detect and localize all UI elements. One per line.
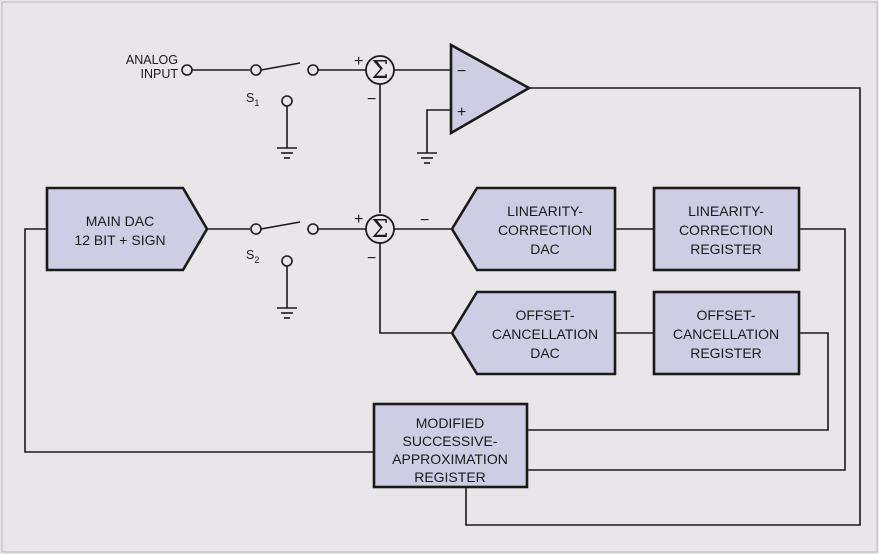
bottom-summer-minus-right: − xyxy=(420,212,429,229)
offset-dac-label-line2: CANCELLATION xyxy=(492,326,598,342)
linearity-register-label-line1: LINEARITY- xyxy=(688,203,764,219)
s1-contact-ground xyxy=(281,95,293,107)
bottom-summer-plus: + xyxy=(354,211,363,228)
bottom-summer-symbol: Σ xyxy=(372,215,389,243)
linearity-dac-label-line3: DAC xyxy=(530,241,560,257)
comparator-ground-icon xyxy=(417,152,437,164)
sar-label-line2: SUCCESSIVE- xyxy=(403,433,498,449)
offset-dac-label-line1: OFFSET- xyxy=(515,307,574,323)
comparator-ground-wire xyxy=(426,109,451,153)
wire-offset-dac-to-summer xyxy=(379,243,452,334)
s1-contact-right xyxy=(307,64,319,76)
offset-cancellation-register-block xyxy=(652,290,801,376)
s2-label: S2 xyxy=(246,248,259,265)
analog-input-terminal xyxy=(181,64,193,76)
s1-label: S1 xyxy=(246,91,259,108)
main-dac-label-line1: MAIN DAC xyxy=(86,213,154,229)
wire-sar-to-main-dac xyxy=(24,228,374,453)
sar-label-line3: APPROXIMATION xyxy=(392,451,508,467)
offset-register-label-line3: REGISTER xyxy=(690,345,762,361)
main-dac-block xyxy=(45,186,209,272)
sar-label-line1: MODIFIED xyxy=(416,415,484,431)
s2-contact-ground xyxy=(281,255,293,267)
offset-register-label-line2: CANCELLATION xyxy=(673,326,779,342)
wire-sar-to-linearity-register xyxy=(527,228,846,471)
s2-contact-left xyxy=(250,223,262,235)
linearity-dac-label-line2: CORRECTION xyxy=(498,222,592,238)
wire-sar-to-offset-register xyxy=(527,332,829,431)
top-summer-plus: + xyxy=(354,53,363,70)
linearity-correction-register-block xyxy=(652,186,801,272)
modified-sar-block xyxy=(372,402,529,489)
top-summer-minus: − xyxy=(367,91,376,108)
sar-label-line4: REGISTER xyxy=(414,469,486,485)
linearity-register-label-line2: CORRECTION xyxy=(679,222,773,238)
s1-contact-left xyxy=(250,64,262,76)
bottom-summer-minus-bottom: − xyxy=(367,250,376,267)
analog-input-label-line2: INPUT xyxy=(141,67,179,81)
s1-ground-icon xyxy=(277,147,297,159)
comparator-icon xyxy=(449,42,532,136)
top-summer-symbol: Σ xyxy=(372,56,389,84)
main-dac-label-line2: 12 BIT + SIGN xyxy=(74,232,165,248)
s1-blade xyxy=(260,62,301,71)
s2-blade xyxy=(260,221,301,230)
s2-contact-right xyxy=(307,223,319,235)
offset-register-label-line1: OFFSET- xyxy=(696,307,755,323)
linearity-register-label-line3: REGISTER xyxy=(690,241,762,257)
s2-ground-icon xyxy=(277,307,297,319)
comparator-plus: + xyxy=(457,104,466,121)
comparator-minus: − xyxy=(457,63,466,80)
wire-comparator-output xyxy=(465,87,861,526)
linearity-dac-label-line1: LINEARITY- xyxy=(507,203,583,219)
offset-dac-label-line3: DAC xyxy=(530,345,560,361)
analog-input-label-line1: ANALOG xyxy=(126,53,178,67)
